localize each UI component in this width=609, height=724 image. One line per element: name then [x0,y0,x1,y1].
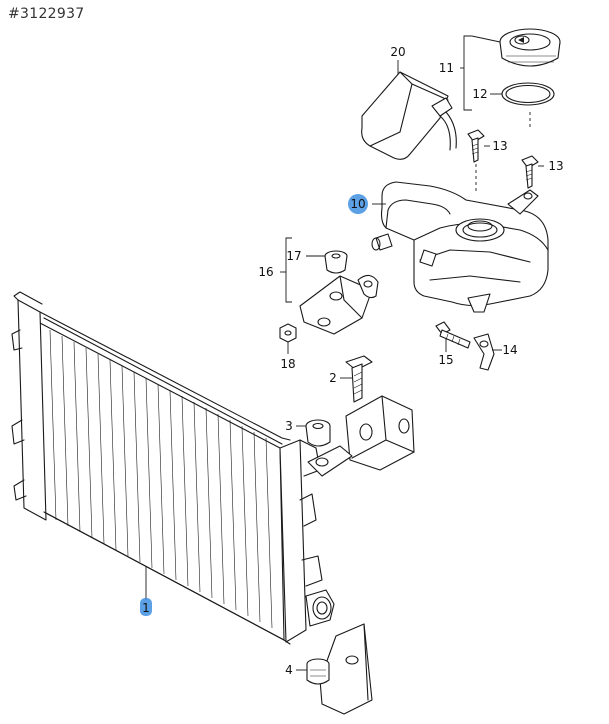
part-label-15[interactable]: 15 [438,353,453,367]
nut-drawing [279,323,297,343]
radiator-mount-bracket-drawing [307,395,415,477]
tank-bolt-drawing [435,321,471,349]
part-label-13-left[interactable]: 13 [492,139,507,153]
hose-bracket-drawing [299,274,379,335]
part-label-17[interactable]: 17 [286,249,301,263]
tank-bracket-drawing [473,333,495,371]
callout-labels: 1 2 3 4 10 11 12 13 13 14 15 16 17 18 20 [140,45,564,677]
diagram-reference-number: #3122937 [8,6,85,22]
part-label-12[interactable]: 12 [472,87,487,101]
grommet-drawing [324,250,348,274]
part-1-highlight [140,598,152,616]
radiator-drawing [11,291,335,645]
filler-cap-drawing [499,28,561,67]
part-label-10[interactable]: 10 [350,197,365,211]
part-label-3[interactable]: 3 [285,419,293,433]
part-label-16[interactable]: 16 [258,265,273,279]
lower-mount-drawing [306,623,373,715]
part-label-18[interactable]: 18 [280,357,295,371]
leader-lines [145,35,544,671]
expansion-tank-drawing [371,181,549,313]
rubber-mount-drawing [305,419,331,447]
part-label-20[interactable]: 20 [390,45,405,59]
part-label-11[interactable]: 11 [439,61,454,75]
bolt-drawing [345,355,373,403]
part-label-4[interactable]: 4 [285,663,293,677]
coolant-container-drawing [361,71,457,160]
part-10-highlight [348,194,368,214]
screw-drawing-left [467,129,485,163]
part-label-13-right[interactable]: 13 [548,159,563,173]
part-label-2[interactable]: 2 [329,371,337,385]
screw-drawing-right [521,155,539,189]
seal-ring-drawing [501,82,555,106]
part-label-14[interactable]: 14 [502,343,517,357]
part-label-1[interactable]: 1 [142,601,150,615]
